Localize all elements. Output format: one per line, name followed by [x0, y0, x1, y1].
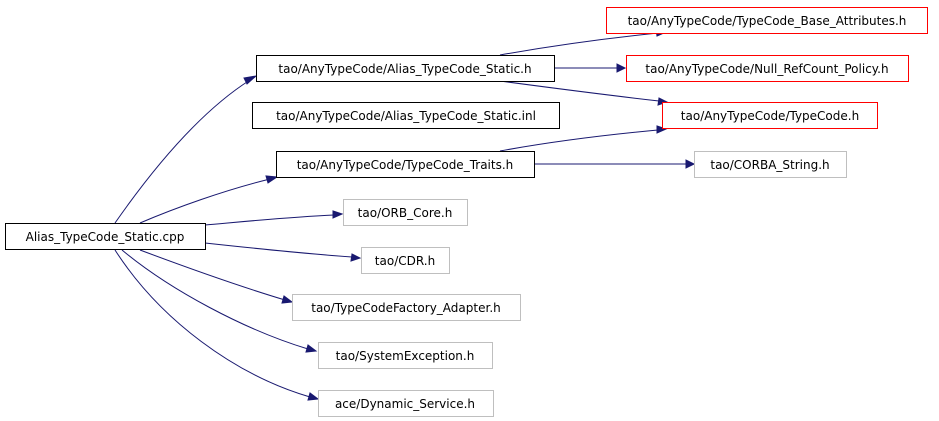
edge-root-to-orb-core-h — [204, 210, 344, 226]
node-alias-typecode-static-h[interactable]: tao/AnyTypeCode/Alias_TypeCode_Static.h — [256, 55, 555, 82]
node-orb-core-h[interactable]: tao/ORB_Core.h — [343, 199, 468, 226]
node-corba-string-h[interactable]: tao/CORBA_String.h — [694, 151, 847, 178]
node-alias-typecode-static-inl[interactable]: tao/AnyTypeCode/Alias_TypeCode_Static.in… — [252, 102, 560, 129]
edge-traits-h-to-typecode-h — [499, 125, 668, 152]
node-alias-typecode-static-cpp[interactable]: Alias_TypeCode_Static.cpp — [5, 223, 206, 250]
svg-text:tao/AnyTypeCode/TypeCode_Trait: tao/AnyTypeCode/TypeCode_Traits.h — [297, 158, 514, 172]
svg-text:tao/SystemException.h: tao/SystemException.h — [336, 349, 475, 363]
node-cdr-h[interactable]: tao/CDR.h — [361, 247, 450, 274]
edge-traits-h-to-corba-string-h — [535, 159, 696, 169]
node-typecode-traits-h[interactable]: tao/AnyTypeCode/TypeCode_Traits.h — [276, 151, 535, 178]
edge-root-to-sys-exception-h — [121, 249, 318, 353]
svg-text:tao/CDR.h: tao/CDR.h — [375, 254, 435, 268]
svg-text:tao/AnyTypeCode/TypeCode_Base_: tao/AnyTypeCode/TypeCode_Base_Attributes… — [628, 14, 907, 28]
svg-text:tao/AnyTypeCode/Alias_TypeCode: tao/AnyTypeCode/Alias_TypeCode_Static.h — [278, 62, 531, 76]
edge-root-to-factory-adapter-h — [139, 249, 294, 304]
svg-text:tao/AnyTypeCode/TypeCode.h: tao/AnyTypeCode/TypeCode.h — [681, 109, 859, 123]
svg-text:tao/ORB_Core.h: tao/ORB_Core.h — [358, 206, 453, 220]
svg-text:Alias_TypeCode_Static.cpp: Alias_TypeCode_Static.cpp — [26, 230, 185, 244]
edge-root-to-cdr-h — [204, 242, 362, 262]
svg-text:tao/CORBA_String.h: tao/CORBA_String.h — [710, 158, 829, 172]
svg-text:tao/AnyTypeCode/Null_RefCount_: tao/AnyTypeCode/Null_RefCount_Policy.h — [645, 62, 888, 76]
node-typecode-base-attributes-h[interactable]: tao/AnyTypeCode/TypeCode_Base_Attributes… — [606, 7, 928, 34]
svg-text:ace/Dynamic_Service.h: ace/Dynamic_Service.h — [335, 397, 475, 411]
node-typecode-h[interactable]: tao/AnyTypeCode/TypeCode.h — [662, 102, 878, 129]
node-typecodefactory-adapter-h[interactable]: tao/TypeCodeFactory_Adapter.h — [292, 294, 521, 321]
node-null-refcount-policy-h[interactable]: tao/AnyTypeCode/Null_RefCount_Policy.h — [626, 55, 909, 82]
edge-root-to-traits-h — [139, 175, 279, 224]
edge-alias-h-to-typecode-h — [499, 80, 669, 106]
svg-text:tao/TypeCodeFactory_Adapter.h: tao/TypeCodeFactory_Adapter.h — [311, 301, 501, 315]
nodes: Alias_TypeCode_Static.cpp tao/AnyTypeCod… — [5, 7, 928, 417]
node-dynamic-service-h[interactable]: ace/Dynamic_Service.h — [318, 390, 494, 417]
node-systemexception-h[interactable]: tao/SystemException.h — [318, 342, 493, 369]
svg-text:tao/AnyTypeCode/Alias_TypeCode: tao/AnyTypeCode/Alias_TypeCode_Static.in… — [276, 109, 536, 123]
edge-root-to-alias-h — [114, 75, 258, 224]
edge-alias-h-to-null-ref-h — [555, 63, 627, 73]
edge-root-to-dyn-service-h — [114, 249, 320, 401]
edges — [114, 28, 696, 401]
